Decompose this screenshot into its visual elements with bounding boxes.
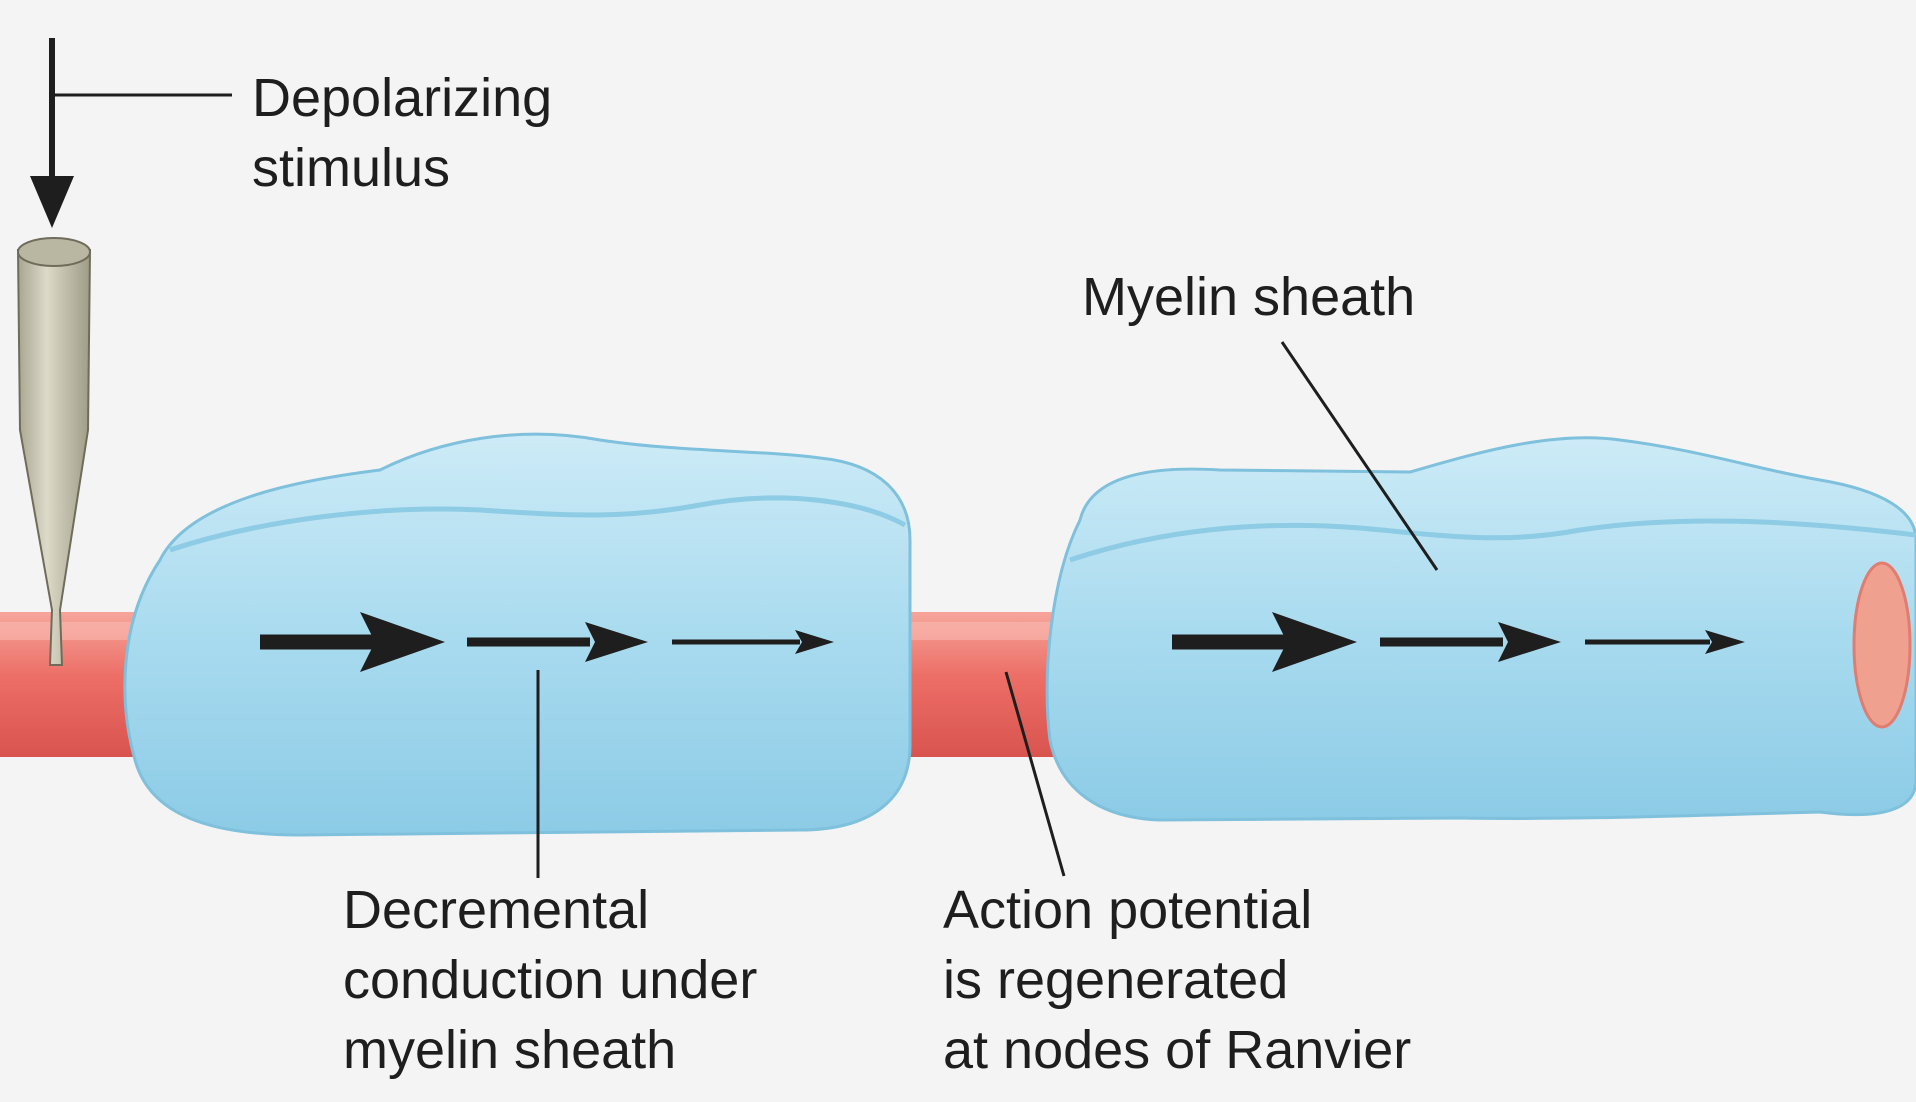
label-action-potential: Action potential is regenerated at nodes…	[943, 875, 1411, 1085]
myelin-leader-line	[1280, 341, 1439, 571]
stimulus-arrow-head	[30, 176, 74, 228]
axon-cross-section	[1852, 561, 1912, 729]
label-decremental-conduction: Decremental conduction under myelin shea…	[343, 875, 757, 1085]
label-myelin-sheath: Myelin sheath	[1082, 262, 1415, 332]
stimulus-arrow	[30, 38, 232, 228]
label-myelin-line-1: Myelin sheath	[1082, 267, 1416, 327]
label-decremental-line-1: Decremental	[343, 880, 650, 940]
conduction-arrows-segment-2	[1172, 612, 1745, 672]
electrode-body	[16, 249, 92, 666]
conduction-arrowhead-medium	[585, 622, 648, 662]
leader-lines	[536, 341, 1439, 878]
myelin-segment-2	[1045, 436, 1916, 822]
label-action-line-2: is regenerated	[943, 950, 1289, 1010]
label-decremental-line-3: myelin sheath	[343, 1020, 677, 1080]
myelin-segment-2-fold	[1069, 518, 1916, 563]
label-decremental-line-2: conduction under	[343, 950, 758, 1010]
conduction-arrows-segment-1	[260, 612, 834, 672]
label-depolarizing-line-2: stimulus	[252, 138, 451, 198]
myelin-segment-1	[123, 432, 912, 837]
myelin-segment-2-body	[1045, 436, 1916, 822]
myelin-segment-1-fold	[169, 495, 907, 553]
label-action-line-1: Action potential	[943, 880, 1313, 940]
conduction-arrowhead-strong-2	[1272, 612, 1357, 672]
conduction-arrowhead-strong	[360, 612, 445, 672]
myelin-segment-1-body	[123, 432, 912, 837]
electrode	[16, 237, 92, 666]
node-leader-line	[1004, 671, 1066, 877]
label-depolarizing-line-1: Depolarizing	[252, 68, 553, 128]
conduction-arrowhead-weak-2	[1705, 630, 1745, 654]
conduction-arrowhead-medium-2	[1498, 622, 1561, 662]
label-depolarizing-stimulus: Depolarizing stimulus	[252, 63, 552, 203]
conduction-arrowhead-weak	[795, 630, 834, 654]
electrode-top	[17, 237, 91, 267]
label-action-line-3: at nodes of Ranvier	[943, 1020, 1412, 1080]
